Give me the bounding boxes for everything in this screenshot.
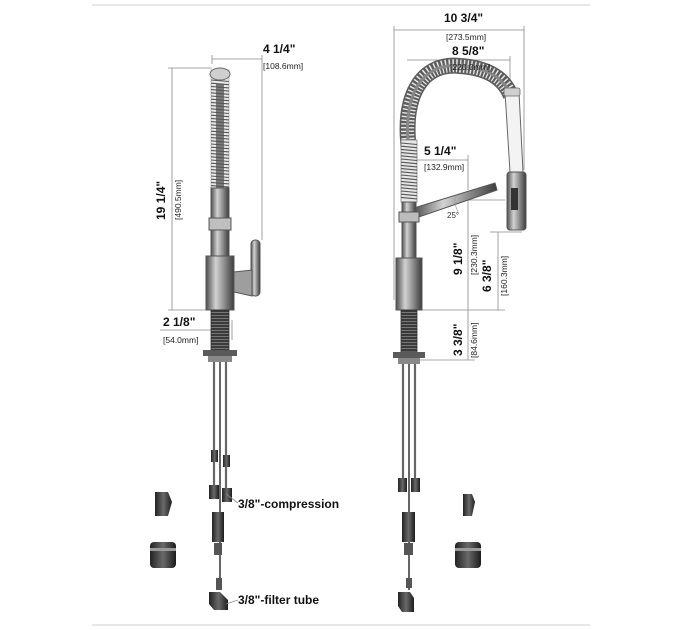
front-spout-height-mm: [230.3mm] [469,235,479,275]
coil-ring [210,165,230,169]
side-filter-tube-elbow [209,592,228,610]
side-coil-top [209,67,231,81]
compression-callout: 3/8"-compression [238,497,339,511]
side-shank [210,309,230,351]
side-compression-fitting [209,485,219,499]
coil-ring [210,153,230,156]
front-filter-tube-elbow [398,592,414,612]
coil-ring [210,105,230,108]
side-main-body [205,255,235,311]
spare-nut-left [150,542,176,568]
coil-ring [400,164,418,168]
coil-ring [400,187,418,190]
coil-ring [210,143,230,147]
coil-ring [400,158,418,162]
coil-ring [210,117,230,121]
front-reach-label: 8 5/8" [452,44,484,58]
coil-ring [210,178,230,182]
coil-ring [400,171,418,174]
side-base-mm: [54.0mm] [163,335,198,345]
coil-ring [400,142,418,146]
front-shank [400,309,418,353]
coil-ring [210,175,230,179]
front-reach-mm: [220.0mm] [450,62,490,72]
coil-ring [210,89,230,92]
coil-ring [210,159,230,163]
front-clearance-label: 6 3/8" [480,260,494,292]
coil-ring [210,156,230,159]
side-mount-plate [203,350,237,356]
coil-ring [210,82,230,86]
coil-ring [210,162,230,166]
front-handle-label: 5 1/4" [424,144,456,158]
coil-ring [400,152,418,155]
coil-ring [400,161,418,165]
front-spout-arm [504,91,524,173]
side-coil-rings [210,79,230,188]
coil-ring [400,193,418,197]
side-height-label: 19 1/4" [154,181,168,220]
side-neck [210,187,230,219]
coil-ring [210,169,230,172]
coil-ring [210,133,230,137]
front-main-body [395,257,423,311]
side-view-faucet [150,55,263,610]
coil-ring [400,174,418,178]
coil-ring [400,148,418,152]
coil-ring [210,121,230,124]
coil-ring [210,79,230,83]
coil-ring [210,114,230,118]
coil-ring [210,85,230,89]
filter-tube-callout: 3/8"-filter tube [238,593,319,607]
coil-ring [210,181,230,185]
coil-ring [400,180,418,184]
coil-ring [210,149,230,153]
coil-ring [210,127,230,131]
front-spout-height-label: 9 1/8" [451,243,465,275]
spare-nut-right [455,542,481,568]
coil-ring [210,108,230,111]
front-angle-label: 25° [447,211,459,220]
front-clearance-mm: [160.3mm] [499,256,509,296]
front-overall-mm: [273.5mm] [446,32,486,42]
coil-ring [210,140,230,143]
coil-ring [400,168,418,171]
coil-ring [210,101,230,105]
side-width-mm: [108.6mm] [263,61,303,71]
side-check-valve [212,512,224,542]
spare-fitting-left [155,492,172,516]
coil-ring [210,137,230,140]
front-neck [401,221,417,259]
coil-ring [210,185,230,188]
side-width-label: 4 1/4" [263,42,295,56]
spare-fitting-right [463,494,475,516]
coil-ring [210,172,230,175]
coil-ring [210,92,230,95]
side-base-label: 2 1/8" [163,315,195,329]
coil-ring [400,196,418,200]
front-handle-mm: [132.9mm] [424,162,464,172]
coil-ring [400,190,418,194]
coil-ring [210,111,230,115]
coil-ring [210,130,230,134]
side-height-mm: [490.5mm] [173,180,183,220]
front-shank-label: 3 3/8" [451,324,465,356]
coil-ring [400,155,418,158]
coil-ring [210,98,230,102]
front-coil-rings [400,142,418,200]
front-view-faucet [393,26,527,612]
front-shank-mm: [84.6mm] [469,323,479,358]
coil-ring [210,146,230,150]
coil-ring [400,177,418,181]
coil-ring [210,95,230,99]
front-mount-plate [393,352,425,358]
coil-ring [400,145,418,149]
front-overall-label: 10 3/4" [444,11,483,25]
coil-ring [400,184,418,187]
coil-ring [210,124,230,127]
side-lever-handle [250,239,261,297]
front-check-valve [402,512,415,542]
